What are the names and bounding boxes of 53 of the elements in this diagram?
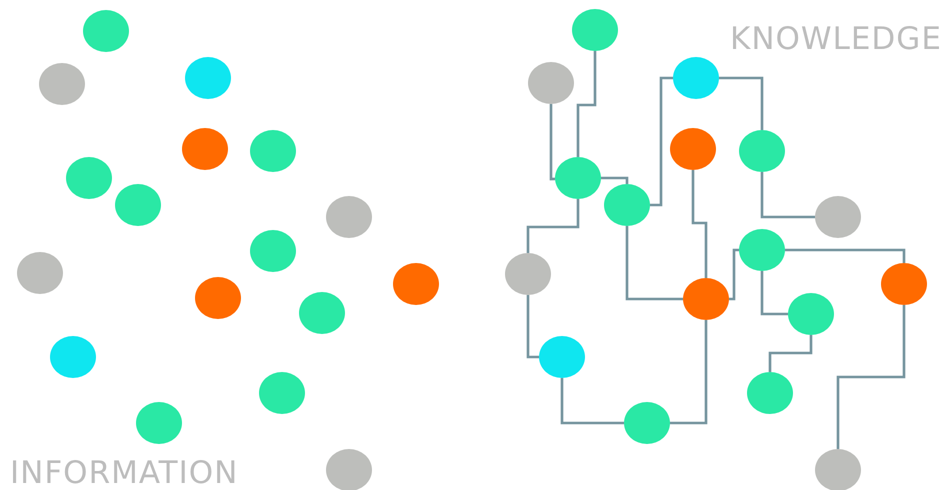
connector-line — [601, 176, 628, 184]
connector-line — [692, 170, 708, 278]
dot — [624, 402, 670, 444]
dot — [747, 372, 793, 414]
heading-text: KNOWLEDGE — [730, 24, 942, 55]
dot — [739, 229, 785, 271]
dot — [250, 230, 296, 272]
dot — [136, 402, 182, 444]
dot — [39, 63, 85, 105]
dot — [739, 130, 785, 172]
connector-line — [760, 172, 815, 218]
dot — [572, 9, 618, 51]
connector-line — [576, 51, 596, 157]
dot — [881, 263, 927, 305]
connector-line — [560, 378, 624, 424]
connector-line — [626, 226, 683, 300]
dot — [326, 196, 372, 238]
dot — [788, 293, 834, 335]
dot — [683, 278, 729, 320]
connector-line — [550, 104, 556, 180]
dot — [299, 292, 345, 334]
connector-line — [768, 335, 812, 372]
dot — [250, 130, 296, 172]
dot — [539, 336, 585, 378]
dot — [17, 252, 63, 294]
dot — [259, 372, 305, 414]
dot — [505, 253, 551, 295]
dot — [66, 157, 112, 199]
dot — [83, 10, 129, 52]
dot — [115, 184, 161, 226]
dot — [195, 277, 241, 319]
dot — [50, 336, 96, 378]
dot — [393, 263, 439, 305]
dot — [815, 449, 861, 490]
connector-line — [526, 295, 539, 358]
connector-line — [836, 305, 906, 449]
connector-line — [650, 76, 673, 206]
connector-line — [526, 199, 580, 253]
connector-line — [729, 248, 739, 300]
connector-line — [719, 76, 764, 130]
heading-text: INFORMATION — [10, 458, 238, 489]
connector-line — [785, 248, 906, 263]
dot — [326, 449, 372, 490]
dot — [555, 157, 601, 199]
dot — [604, 184, 650, 226]
dot — [182, 128, 228, 170]
dot — [528, 62, 574, 104]
dot — [673, 57, 719, 99]
connector-line — [760, 271, 788, 316]
dot — [670, 128, 716, 170]
dot — [815, 196, 861, 238]
connector-line — [670, 320, 708, 424]
dot — [185, 57, 231, 99]
